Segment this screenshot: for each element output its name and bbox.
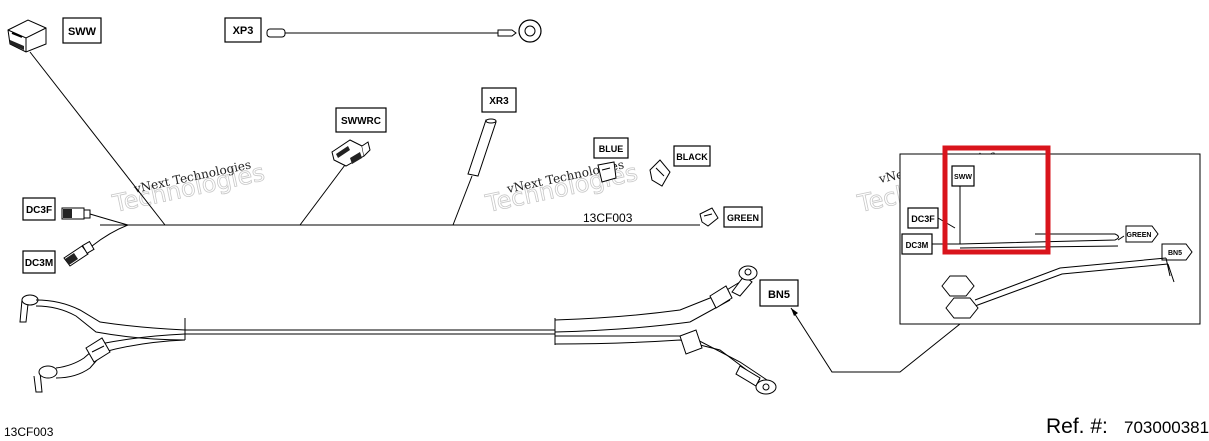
- sww-wire: [29, 51, 166, 226]
- inset-sww-box: [951, 165, 975, 187]
- dc3f-connector-icon: [61, 207, 91, 220]
- sww-label: SWW: [68, 26, 97, 38]
- part-code-corner: 13CF003: [4, 425, 54, 439]
- xr3-wire: [452, 175, 473, 226]
- dc3f-label-box: [22, 197, 56, 221]
- green-label-box: [723, 206, 763, 228]
- green-label: GREEN: [727, 213, 759, 223]
- inset-bn5-label: BN5: [1168, 250, 1182, 257]
- swwrc-label-box: [335, 107, 387, 133]
- sww-connector-icon: [7, 19, 47, 53]
- dc3m-connector-icon: [63, 240, 95, 267]
- dc3m-label: DC3M: [25, 258, 53, 269]
- inset-terminal-top: [941, 275, 975, 297]
- bn5-label-box: [759, 279, 799, 307]
- bn5-arrowhead: [791, 308, 798, 316]
- dc3m-label-box: [22, 250, 56, 274]
- xp3-label: XP3: [233, 25, 254, 37]
- blue-label: BLUE: [599, 144, 624, 154]
- green-terminal-icon: [699, 207, 719, 227]
- swwrc-connector-icon: [331, 139, 371, 167]
- xr3-sleeve-icon: [467, 118, 497, 177]
- inset-bn5-tag: [1161, 243, 1193, 261]
- inset-dc3f-label: DC3F: [911, 214, 935, 224]
- black-label: BLACK: [676, 152, 708, 162]
- swwrc-label: SWWRC: [341, 116, 381, 127]
- blue-label-box: [593, 137, 629, 159]
- swwrc-wire: [299, 164, 346, 226]
- blue-terminal-icon: [597, 161, 617, 183]
- battery-cable: [19, 265, 777, 395]
- inset-terminal-bottom: [945, 297, 979, 319]
- part-code-center: 13CF003: [583, 211, 633, 225]
- ref-label: Ref. #:: [1046, 415, 1108, 438]
- highlight-frame: [942, 145, 1051, 255]
- sww-label-box: [62, 17, 102, 44]
- inset-green-label: GREEN: [1127, 232, 1152, 239]
- xp3-terminal-icon: [266, 19, 542, 43]
- bn5-label: BN5: [768, 289, 790, 301]
- inset-dc3m-label: DC3M: [906, 241, 929, 250]
- inset-sww-label: SWW: [954, 174, 972, 181]
- watermark-group: Technologies vNext Technologies Technolo…: [109, 147, 1012, 218]
- dc3f-wire: [89, 213, 129, 226]
- inset-green-tag: [1125, 225, 1159, 243]
- black-label-box: [673, 145, 711, 167]
- dc3f-label: DC3F: [26, 205, 52, 216]
- xr3-label-box: [481, 87, 517, 113]
- xp3-label-box: [224, 17, 262, 43]
- ref-number: 703000381: [1124, 418, 1209, 437]
- dc3m-wire: [91, 224, 129, 247]
- black-terminal-icon: [649, 159, 671, 187]
- xr3-label: XR3: [489, 96, 509, 107]
- inset-view: SWW DC3F DC3M GREEN BN5: [899, 145, 1201, 325]
